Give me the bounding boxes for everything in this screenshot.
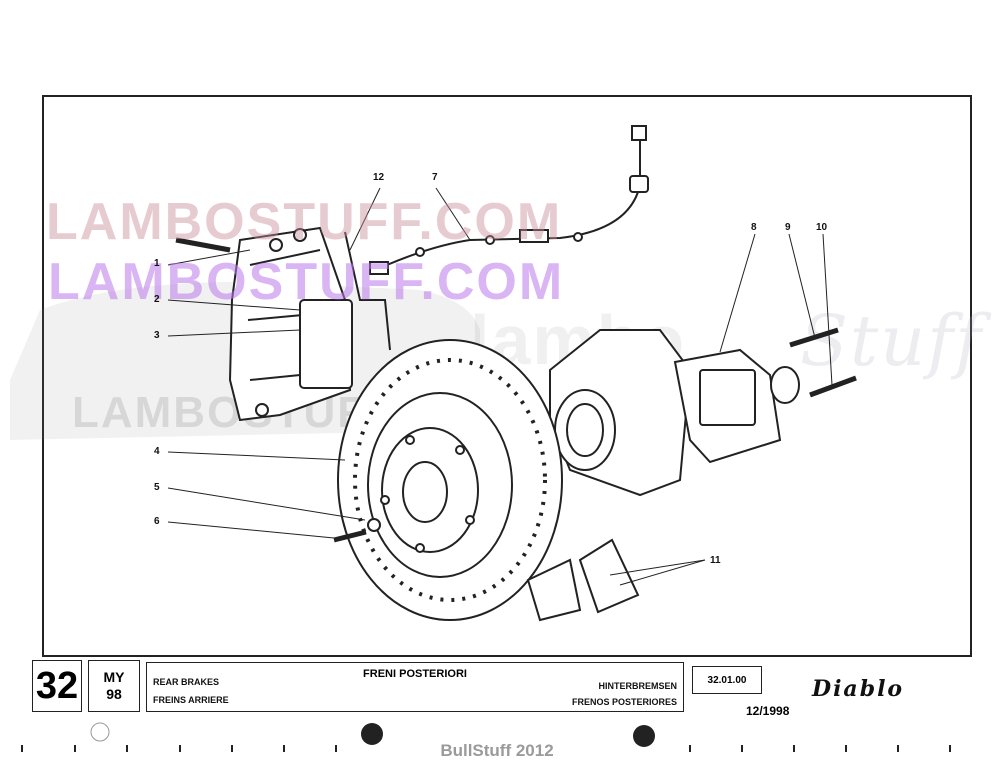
callout-12: 12 [373, 172, 385, 183]
watermark-stuff-script: Stuff [800, 300, 983, 382]
title-french: FREINS ARRIERE [153, 695, 229, 705]
callout-1: 1 [154, 258, 160, 269]
drawing-date: 12/1998 [746, 704, 790, 718]
callout-8: 8 [751, 222, 757, 233]
watermark-purple: LAMBOSTUFF.COM [48, 253, 565, 311]
drawing-frame [42, 95, 972, 657]
callout-2: 2 [154, 294, 160, 305]
title-german: HINTERBREMSEN [598, 681, 677, 691]
retaining-spring [344, 231, 391, 351]
watermark-pink: LAMBOSTUFF.COM [46, 193, 563, 251]
diablo-logo: Diablo [812, 676, 905, 702]
title-spanish: FRENOS POSTERIORES [571, 697, 677, 707]
callout-11: 11 [710, 555, 721, 566]
footer-credit: BullStuff 2012 [440, 741, 554, 760]
callout-5: 5 [154, 482, 160, 493]
wheel-upright [549, 329, 692, 497]
brake-pads [526, 538, 640, 622]
title-english: REAR BRAKES [153, 677, 220, 687]
title-box: FRENI POSTERIORI REAR BRAKES FREINS ARRI… [146, 662, 684, 712]
callout-7: 7 [432, 172, 438, 183]
my-label: MY [103, 669, 125, 685]
punch-hole-faint [90, 722, 110, 742]
footer-ruler [21, 745, 951, 752]
my-year: 98 [106, 686, 122, 702]
callout-9: 9 [785, 222, 791, 233]
callout-3: 3 [154, 330, 160, 341]
callout-4: 4 [154, 446, 160, 457]
brake-caliper-left [175, 226, 353, 422]
callout-10: 10 [816, 222, 828, 233]
callout-6: 6 [154, 516, 160, 527]
punch-hole-left [361, 723, 383, 745]
brake-hose [369, 125, 649, 275]
punch-hole-right [633, 725, 655, 747]
model-year-box: MY 98 [88, 660, 140, 712]
drawing-code: 32.01.00 [692, 666, 762, 694]
group-number: 32 [32, 660, 82, 712]
leader-lines [167, 187, 833, 586]
title-italian: FRENI POSTERIORI [363, 668, 467, 680]
brake-caliper-right [673, 327, 857, 464]
brake-disc [333, 339, 563, 621]
